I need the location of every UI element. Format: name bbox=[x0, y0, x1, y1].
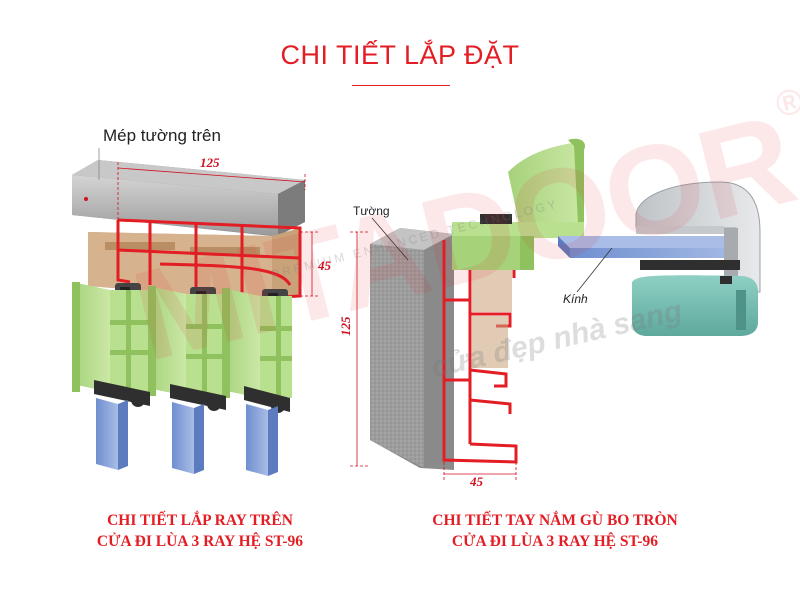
right-dimension-lines bbox=[350, 231, 517, 480]
glass-pane-top bbox=[558, 236, 748, 248]
left-dimension-lines bbox=[98, 148, 318, 297]
left-assembly bbox=[72, 148, 318, 476]
handle-profile-fill bbox=[472, 268, 512, 368]
right-assembly bbox=[350, 138, 761, 480]
title-underline bbox=[352, 85, 450, 86]
glass-panes bbox=[96, 398, 278, 476]
right-caption-line-2: CỬA ĐI LÙA 3 RAY HỆ ST-96 bbox=[451, 533, 659, 550]
page-title: CHI TIẾT LẮP ĐẶT bbox=[280, 40, 520, 70]
top-wall-block bbox=[72, 160, 305, 236]
right-height-dimension: 125 bbox=[338, 316, 353, 337]
rubber-gaskets bbox=[94, 380, 290, 413]
left-caption: CHI TIẾT LẮP RAY TRÊN CỬA ĐI LÙA 3 RAY H… bbox=[60, 510, 340, 552]
green-handle bbox=[452, 138, 586, 270]
sash-profiles bbox=[72, 282, 292, 398]
glass-pane-edge bbox=[558, 236, 570, 258]
wall-label: Tường bbox=[353, 204, 390, 218]
glass-label: Kính bbox=[563, 292, 588, 306]
side-wall-block bbox=[370, 228, 454, 470]
left-caption-line-2: CỬA ĐI LÙA 3 RAY HỆ ST-96 bbox=[96, 533, 304, 550]
right-width-dimension: 45 bbox=[470, 474, 483, 489]
right-caption: CHI TIẾT TAY NẮM GÙ BO TRÒN CỬA ĐI LÙA 3… bbox=[405, 510, 705, 552]
right-caption-line-1: CHI TIẾT TAY NẮM GÙ BO TRÒN bbox=[432, 512, 678, 529]
wall-top-label: Mép tường trên bbox=[103, 126, 221, 145]
left-width-dimension: 125 bbox=[200, 155, 220, 170]
teal-bottom-profile bbox=[632, 275, 758, 336]
left-caption-line-1: CHI TIẾT LẮP RAY TRÊN bbox=[107, 512, 293, 529]
glass-pane-front bbox=[570, 248, 748, 258]
left-height-dimension: 45 bbox=[318, 258, 331, 273]
label-leaders bbox=[371, 217, 613, 293]
